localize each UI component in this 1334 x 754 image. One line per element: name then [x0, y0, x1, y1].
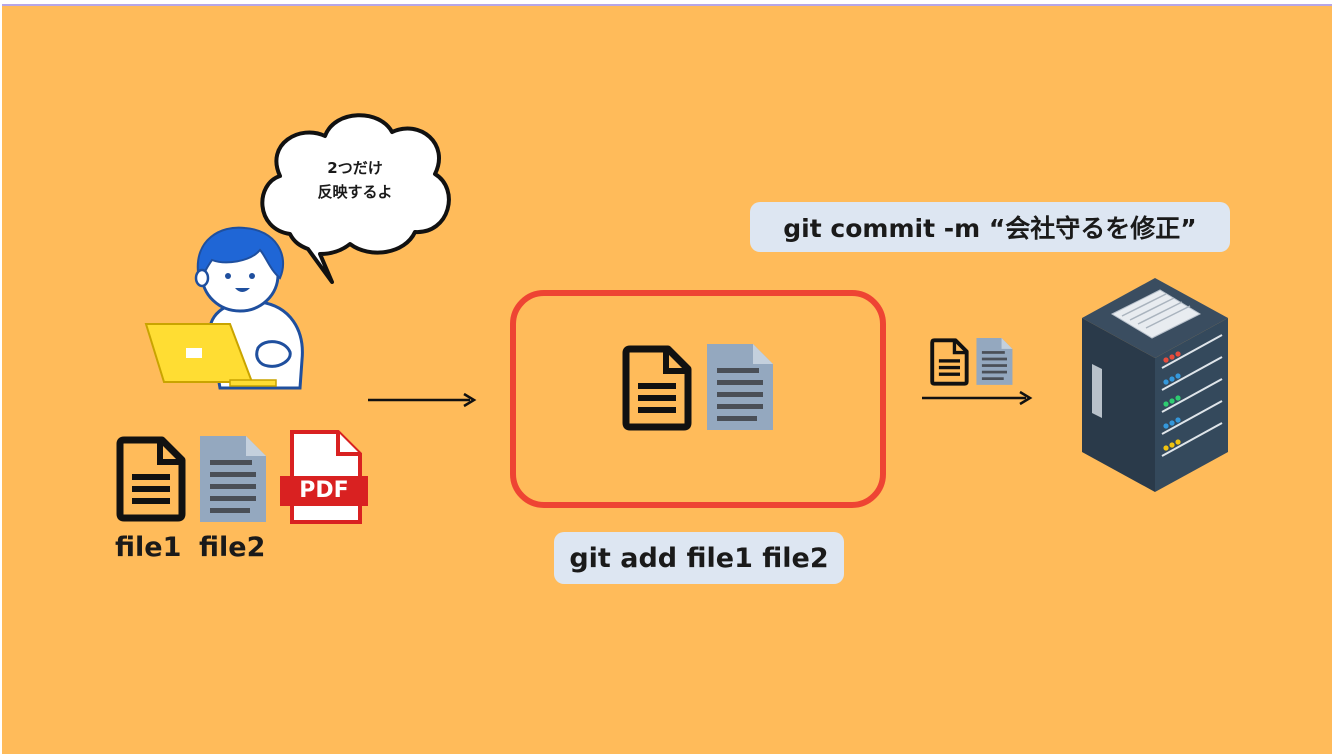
staged-file1-document-icon — [622, 345, 692, 431]
git-commit-command-label: git commit -m “会社守るを修正” — [750, 202, 1230, 252]
commit-file1-document-icon — [930, 338, 969, 386]
file2-document-icon — [200, 436, 266, 522]
staging-area-box — [510, 290, 886, 508]
pdf-badge-label: PDF — [299, 478, 349, 503]
git-add-command-label: git add file1 file2 — [554, 532, 844, 584]
person-with-laptop-illustration — [144, 226, 304, 390]
arrow-to-staging-icon — [368, 392, 477, 408]
file1-document-icon — [116, 436, 186, 522]
speech-bubble-line-1: 2つだけ — [327, 159, 383, 177]
staged-file2-document-icon — [707, 344, 773, 430]
file2-label: file2 — [199, 532, 266, 563]
commit-file2-document-icon — [976, 338, 1013, 385]
speech-bubble-text: 2つだけ 反映するよ — [280, 156, 430, 204]
speech-bubble-line-2: 反映するよ — [317, 183, 393, 201]
file1-label: file1 — [115, 532, 182, 563]
arrow-to-repository-icon — [922, 390, 1033, 406]
pdf-icon — [280, 430, 368, 524]
speech-bubble — [260, 113, 451, 284]
server-repository-icon — [1082, 278, 1228, 492]
